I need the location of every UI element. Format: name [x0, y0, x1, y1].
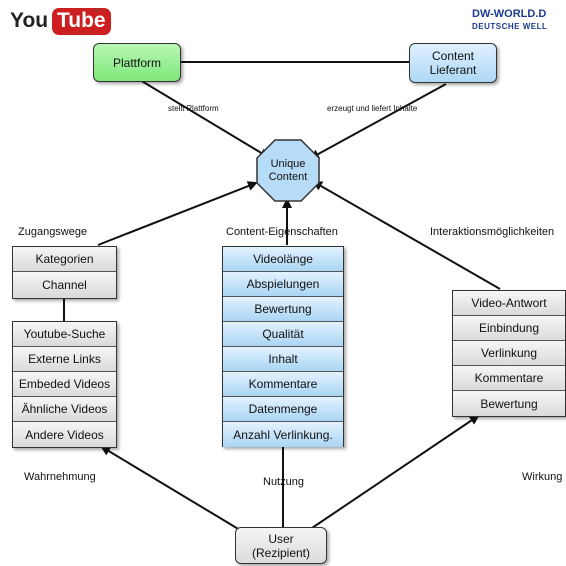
edge-plattform-unique [139, 79, 270, 159]
interaktion-item: Video-Antwort [453, 291, 565, 316]
interaktion-item: Kommentare [453, 366, 565, 391]
eigenschaft-item: Anzahl Verlinkung. [223, 422, 343, 447]
eigenschaften-stack: Videolänge Abspielungen Bewertung Qualit… [222, 246, 344, 447]
node-plattform-label: Plattform [112, 55, 161, 70]
zugang-item: Youtube-Suche [13, 322, 116, 347]
interaktion-stack: Video-Antwort Einbindung Verlinkung Komm… [452, 290, 566, 417]
interaktion-item: Verlinkung [453, 341, 565, 366]
edge-user-zugang [100, 445, 241, 531]
eigenschaft-item: Inhalt [223, 347, 343, 372]
edge-lieferant-unique [309, 83, 447, 159]
section-nutzung: Nutzung [263, 476, 304, 488]
node-plattform: Plattform [93, 43, 181, 82]
eigenschaft-item: Qualität [223, 322, 343, 347]
eigenschaft-item: Bewertung [223, 297, 343, 322]
node-user-label: User (Rezipient) [251, 531, 311, 560]
interaktion-item: Bewertung [453, 391, 565, 416]
youtube-logo-you: You [10, 9, 49, 32]
unique-content-octagon [256, 139, 320, 202]
dw-logo-line1: DW-WORLD.D [472, 8, 547, 20]
node-content-lieferant-label: Content Lieferant [429, 49, 477, 77]
section-wahrnehmung: Wahrnehmung [24, 471, 96, 483]
youtube-logo-tm: ™ [94, 9, 100, 15]
eigenschaft-item: Abspielungen [223, 272, 343, 297]
section-content-eigenschaften: Content-Eigenschaften [226, 226, 338, 238]
eigenschaft-item: Datenmenge [223, 397, 343, 422]
section-wirkung: Wirkung [522, 471, 563, 483]
interaktion-item: Einbindung [453, 316, 565, 341]
zugang-item: Kategorien [13, 247, 116, 272]
zugang-top-stack: Kategorien Channel [12, 246, 117, 299]
youtube-logo-tube: Tube [52, 8, 111, 35]
edge-label-stellt-plattform: stellt Plattform [168, 104, 219, 113]
zugang-item: Embeded Videos [13, 372, 116, 397]
node-unique-content-label: Unique Content [268, 157, 308, 183]
section-interaktion: Interaktionsmöglichkeiten [430, 226, 555, 238]
node-content-lieferant: Content Lieferant [409, 43, 497, 83]
edge-user-interaktion [311, 414, 480, 529]
zugang-item: Andere Videos [13, 422, 116, 447]
edge-label-erzeugt: erzeugt und liefert Inhalte [327, 104, 418, 113]
zugang-item: Externe Links [13, 347, 116, 372]
node-user: User (Rezipient) [235, 527, 327, 564]
zugang-item: Channel [13, 272, 116, 297]
edge-zugang-unique [97, 181, 258, 246]
edge-interaktion-unique [312, 181, 501, 290]
eigenschaft-item: Kommentare [223, 372, 343, 397]
eigenschaft-item: Videolänge [223, 247, 343, 272]
node-unique-content: Unique Content [257, 140, 319, 201]
section-zugangswege: Zugangswege [18, 226, 88, 238]
dw-logo-line2: DEUTSCHE WELL [472, 22, 548, 31]
zugang-bottom-stack: Youtube-Suche Externe Links Embeded Vide… [12, 321, 117, 448]
zugang-item: Ähnliche Videos [13, 397, 116, 422]
